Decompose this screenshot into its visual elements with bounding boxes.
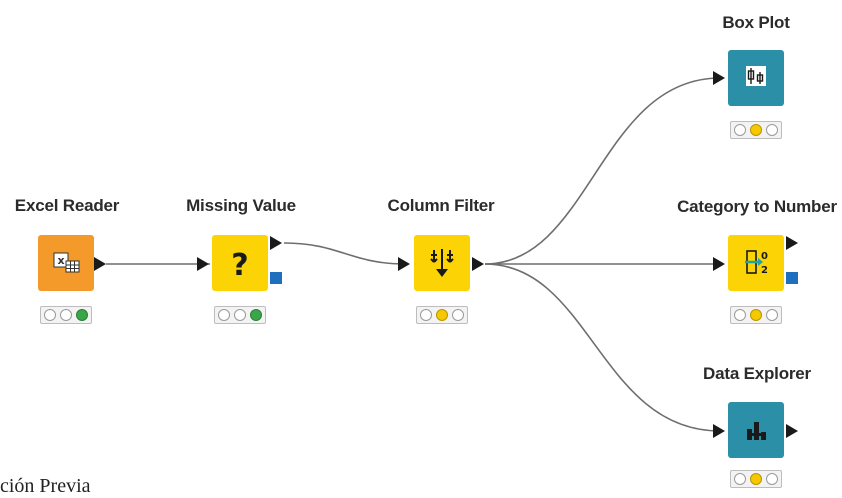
column-filter-status bbox=[416, 306, 468, 324]
status-light bbox=[766, 124, 778, 136]
status-light bbox=[734, 124, 746, 136]
status-light bbox=[750, 124, 762, 136]
category-to-number-output-port[interactable] bbox=[786, 236, 798, 250]
status-light bbox=[420, 309, 432, 321]
column-filter-icon bbox=[430, 249, 454, 277]
status-light bbox=[60, 309, 72, 321]
box-plot-node[interactable] bbox=[728, 50, 784, 106]
status-light bbox=[436, 309, 448, 321]
data-explorer-status bbox=[730, 470, 782, 488]
status-light bbox=[766, 309, 778, 321]
node-label-box-plot: Box Plot bbox=[722, 13, 790, 32]
missing-value-output-port[interactable] bbox=[270, 236, 282, 250]
missing-value-node[interactable]: ? bbox=[212, 235, 268, 291]
missing-value-status bbox=[214, 306, 266, 324]
svg-text:0: 0 bbox=[761, 251, 768, 262]
status-light bbox=[734, 473, 746, 485]
category-to-number-status bbox=[730, 306, 782, 324]
node-label-category-to-number: Category to Number bbox=[677, 197, 837, 216]
category-to-number-node[interactable]: 0 2 bbox=[728, 235, 784, 291]
missing-value-input-port[interactable] bbox=[197, 257, 209, 271]
connection-filter-to-boxplot[interactable] bbox=[484, 77, 721, 265]
status-light bbox=[766, 473, 778, 485]
box-plot-status bbox=[730, 121, 782, 139]
category-to-number-icon: 0 2 bbox=[745, 250, 768, 276]
node-label-missing-value: Missing Value bbox=[186, 196, 296, 215]
missing-value-flow-variable-port[interactable] bbox=[270, 272, 282, 284]
data-explorer-output-port[interactable] bbox=[786, 424, 798, 438]
box-plot-icon bbox=[746, 66, 766, 86]
caption-text: ción Previa bbox=[0, 475, 91, 497]
svg-text:2: 2 bbox=[761, 265, 768, 276]
box-plot-input-port[interactable] bbox=[713, 71, 725, 85]
status-light bbox=[452, 309, 464, 321]
node-label-data-explorer: Data Explorer bbox=[703, 364, 811, 383]
category-to-number-flow-variable-port[interactable] bbox=[786, 272, 798, 284]
column-filter-input-port[interactable] bbox=[398, 257, 410, 271]
svg-text:x: x bbox=[57, 254, 64, 267]
excel-reader-status bbox=[40, 306, 92, 324]
node-label-excel-reader: Excel Reader bbox=[14, 196, 120, 215]
svg-text:?: ? bbox=[231, 248, 248, 283]
status-light bbox=[44, 309, 56, 321]
column-filter-output-port[interactable] bbox=[472, 257, 484, 271]
question-mark-icon: ? bbox=[231, 248, 248, 283]
connection-missing-to-filter[interactable] bbox=[283, 242, 407, 265]
excel-reader-icon: x bbox=[53, 252, 80, 273]
status-light bbox=[734, 309, 746, 321]
status-light bbox=[750, 309, 762, 321]
data-explorer-input-port[interactable] bbox=[713, 424, 725, 438]
column-filter-node[interactable] bbox=[414, 235, 470, 291]
data-explorer-icon bbox=[747, 422, 766, 440]
node-label-column-filter: Column Filter bbox=[387, 196, 495, 215]
data-explorer-node[interactable] bbox=[728, 402, 784, 458]
status-light bbox=[76, 309, 88, 321]
status-light bbox=[250, 309, 262, 321]
status-light bbox=[234, 309, 246, 321]
connection-filter-to-explorer[interactable] bbox=[484, 263, 721, 432]
excel-reader-output-port[interactable] bbox=[94, 257, 106, 271]
category-to-number-input-port[interactable] bbox=[713, 257, 725, 271]
excel-reader-node[interactable]: x bbox=[38, 235, 94, 291]
status-light bbox=[218, 309, 230, 321]
status-light bbox=[750, 473, 762, 485]
